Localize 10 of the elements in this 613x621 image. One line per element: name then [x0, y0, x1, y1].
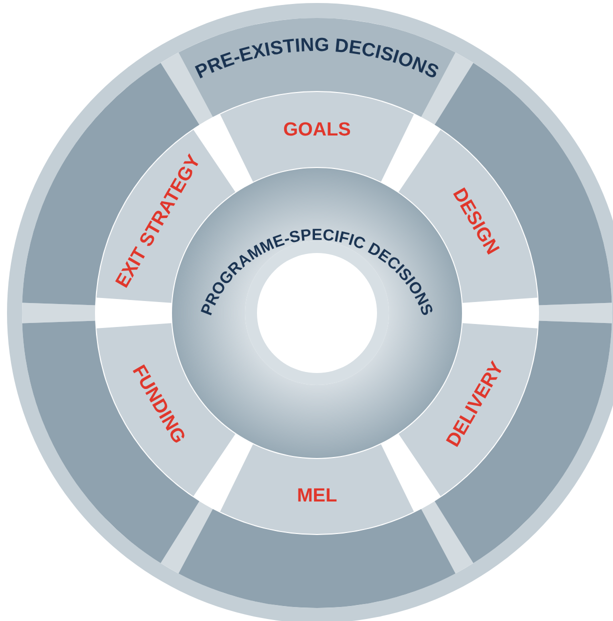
ring-segment: [398, 323, 538, 496]
segment-label: MEL: [296, 486, 338, 506]
ring-segment: [434, 320, 612, 564]
ring-segment: [22, 320, 200, 564]
segment-label: GOALS: [283, 120, 351, 140]
ring-band: [178, 18, 456, 117]
ring-segment: [178, 509, 456, 608]
ring-segment: [220, 92, 414, 182]
ring-segment: [220, 444, 414, 534]
ring-segment: [96, 323, 236, 496]
